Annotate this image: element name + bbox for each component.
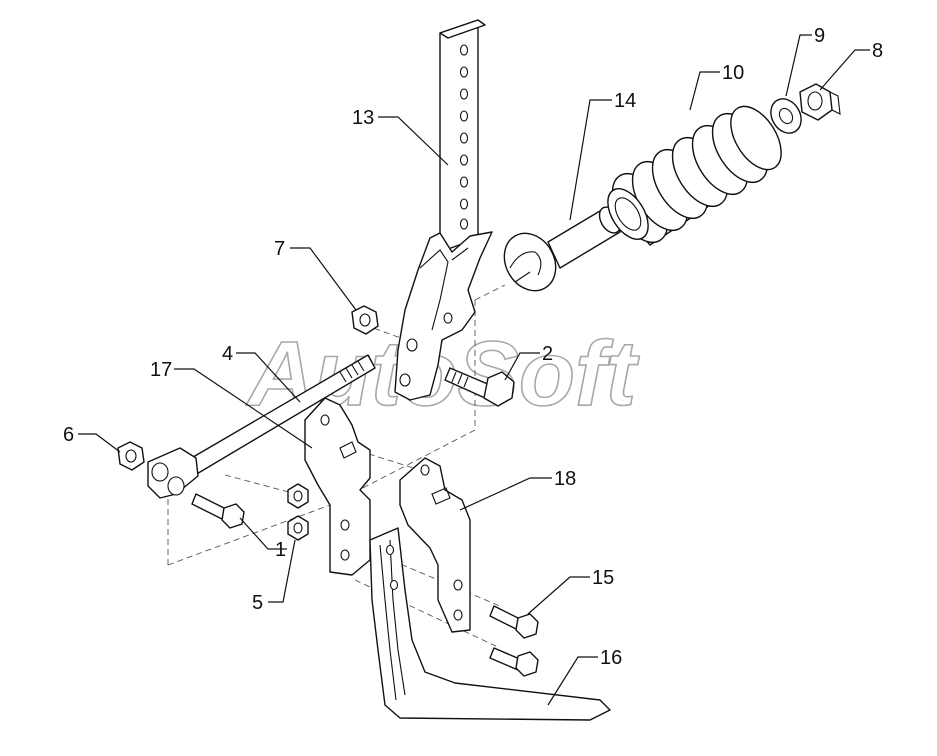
callout-labels: 1 2 4 5 6 7 8 9 10 13 14 15 16 17 18 [63, 25, 883, 669]
callout-14: 14 [614, 90, 636, 112]
part-1-bolt [191, 493, 245, 529]
callout-15: 15 [592, 567, 614, 589]
callout-9: 9 [814, 25, 825, 47]
part-2-bolt [444, 367, 515, 407]
part-15-bolts [489, 605, 539, 677]
part-14-cup-rod [503, 206, 622, 292]
callout-18: 18 [554, 468, 576, 490]
callout-1: 1 [275, 539, 286, 561]
callout-2: 2 [542, 343, 553, 365]
part-9-washer [770, 98, 802, 134]
callout-17: 17 [150, 359, 172, 381]
part-18-bracket [399, 457, 471, 633]
part-4-threaded-rod [147, 354, 376, 499]
part-8-nut [799, 83, 841, 121]
part-7-nut [351, 305, 379, 335]
assembly-guide-lines [167, 284, 506, 649]
callout-10: 10 [722, 62, 744, 84]
part-10-spring [607, 105, 782, 246]
part-16-tine [369, 527, 611, 721]
callout-4: 4 [222, 343, 233, 365]
callout-5: 5 [252, 592, 263, 614]
part-17-bracket [304, 397, 371, 576]
part-5-nuts [287, 483, 309, 541]
leader-lines [78, 34, 870, 706]
callout-8: 8 [872, 40, 883, 62]
callout-7: 7 [274, 238, 285, 260]
callout-16: 16 [600, 647, 622, 669]
part-6-nut [117, 441, 145, 471]
part-13-upright-bar [394, 19, 493, 401]
callout-6: 6 [63, 424, 74, 446]
callout-13: 13 [352, 107, 374, 129]
